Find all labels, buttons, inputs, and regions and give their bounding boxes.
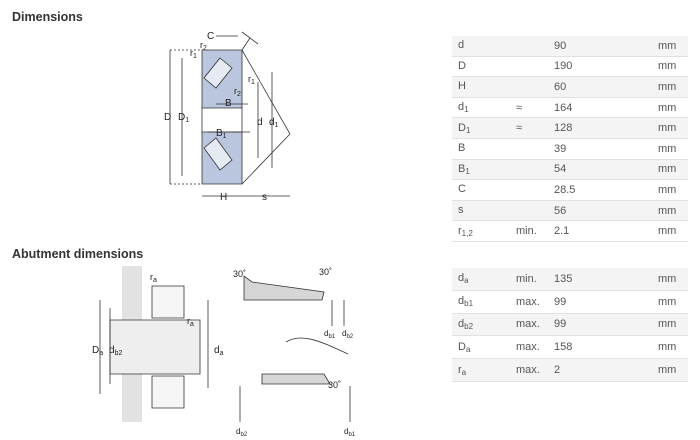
label-H: H [220, 192, 227, 203]
label-Da: Da [92, 345, 103, 357]
label-s: s [262, 192, 267, 203]
label-angle-3: 30˚ [328, 380, 341, 390]
label-r1-inner: r1 [248, 74, 255, 86]
label-da: da [214, 345, 224, 357]
bearing-dimensions-drawing: C r2 r1 r1 r2 B B1 D D1 d d1 H s [164, 31, 291, 203]
label-B: B [225, 98, 232, 109]
label-D: D [164, 112, 171, 123]
label-r2-inner: r2 [234, 86, 241, 98]
label-C: C [207, 31, 214, 42]
label-ra-inner: ra [187, 316, 194, 328]
label-db2: db2 [109, 345, 122, 357]
label-r1: r1 [190, 48, 197, 60]
label-angle-1: 30˚ [233, 269, 246, 279]
label-db2-right: db2 [342, 329, 354, 340]
label-db1-bottom: db1 [344, 427, 356, 437]
label-d: d [257, 117, 263, 128]
dimensions-title: Dimensions [12, 10, 83, 24]
label-ra: ra [150, 272, 157, 284]
label-r2: r2 [200, 40, 207, 52]
label-B1: B1 [216, 128, 227, 140]
label-db2-bottom: db2 [236, 427, 248, 437]
abutment-drawing: ra ra Da db2 da 30˚ 30˚ 30˚ db1 db2 db2 … [92, 266, 356, 437]
label-angle-2: 30˚ [319, 267, 332, 277]
label-d1: d1 [269, 117, 279, 129]
label-D1: D1 [178, 112, 189, 124]
abutment-title: Abutment dimensions [12, 247, 144, 261]
label-db1: db1 [324, 329, 336, 340]
